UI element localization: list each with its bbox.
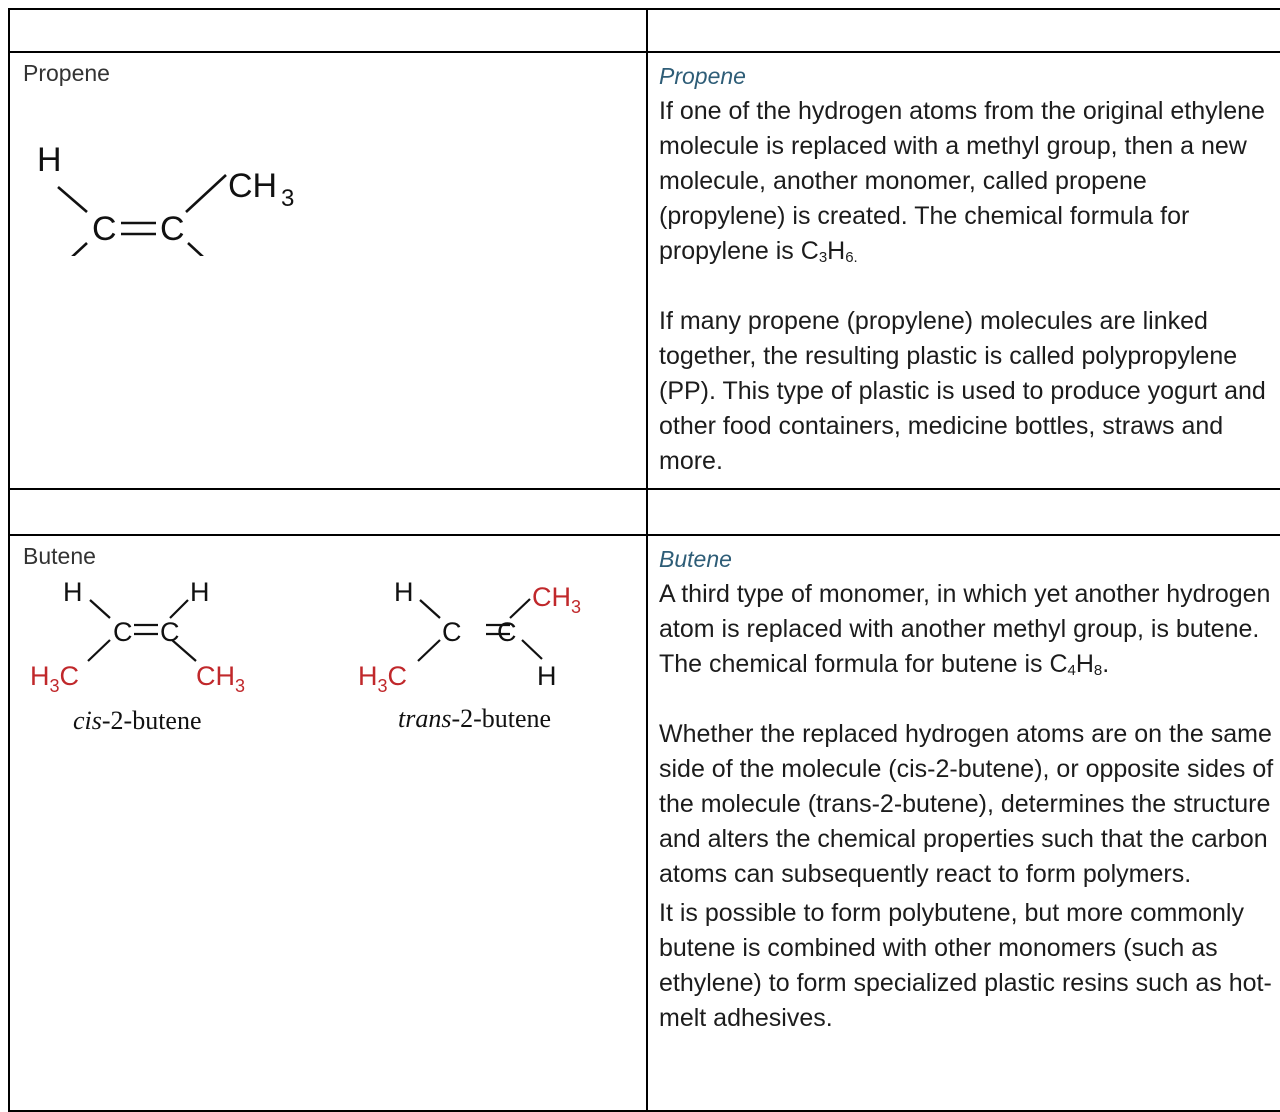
butene-description-cell: Butene A third type of monomer, in which… (646, 534, 1280, 1112)
empty-row-top (8, 8, 1280, 53)
propene-paragraph-1: If one of the hydrogen atoms from the or… (659, 97, 1265, 266)
empty-cell (8, 8, 648, 53)
propene-paragraph-2: If many propene (propylene) molecules ar… (659, 307, 1266, 475)
atom-c: C (160, 210, 185, 248)
cis-2-butene-structure: H H C C H3C CH3 cis-2-butene (30, 577, 245, 735)
atom-c: C (92, 210, 117, 248)
propene-structure-diagram: H H C C CH 3 H (37, 141, 294, 257)
methyl-subscript: 3 (281, 185, 294, 212)
propene-row: Propene H H C C CH 3 H (8, 51, 1280, 490)
empty-cell (8, 488, 648, 536)
atom-c: C (442, 617, 462, 647)
atom-c: C (160, 617, 180, 647)
atom-h: H (37, 141, 62, 179)
atom-h: H (63, 577, 83, 607)
methyl-ch3: CH3 (196, 661, 245, 696)
propene-label: Propene (23, 60, 110, 86)
butene-paragraph-2: Whether the replaced hydrogen atoms are … (659, 720, 1274, 888)
butene-structures-diagram: H H C C H3C CH3 cis-2-butene (30, 577, 581, 735)
empty-row-middle (8, 488, 1280, 536)
trans-2-butene-structure: H C C CH3 H3C H trans-2-butene (358, 577, 581, 733)
methyl-ch: CH (228, 167, 277, 205)
content-table: Propene H H C C CH 3 H (8, 8, 1280, 1112)
methyl-h3c: H3C (30, 661, 79, 696)
atom-c: C (497, 617, 517, 647)
empty-cell (646, 8, 1280, 53)
butene-label: Butene (23, 543, 96, 569)
butene-heading: Butene (659, 546, 732, 572)
atom-h: H (190, 577, 210, 607)
propene-description-cell: Propene If one of the hydrogen atoms fro… (646, 51, 1280, 490)
propene-structure-cell: Propene H H C C CH 3 H (8, 51, 648, 490)
atom-h: H (394, 577, 414, 607)
butene-paragraph-3: It is possible to form polybutene, but m… (659, 899, 1272, 1032)
empty-cell (646, 488, 1280, 536)
propene-heading: Propene (659, 63, 746, 89)
butene-paragraph-1: A third type of monomer, in which yet an… (659, 580, 1271, 679)
atom-h: H (537, 661, 557, 691)
butene-structure-cell: Butene H H C C H3C (8, 534, 648, 1112)
methyl-h3c: H3C (358, 661, 407, 696)
methyl-ch3: CH3 (532, 582, 581, 617)
atom-c: C (113, 617, 133, 647)
trans-2-butene-caption: trans-2-butene (398, 704, 551, 733)
butene-row: Butene H H C C H3C (8, 534, 1280, 1112)
cis-2-butene-caption: cis-2-butene (73, 706, 202, 735)
